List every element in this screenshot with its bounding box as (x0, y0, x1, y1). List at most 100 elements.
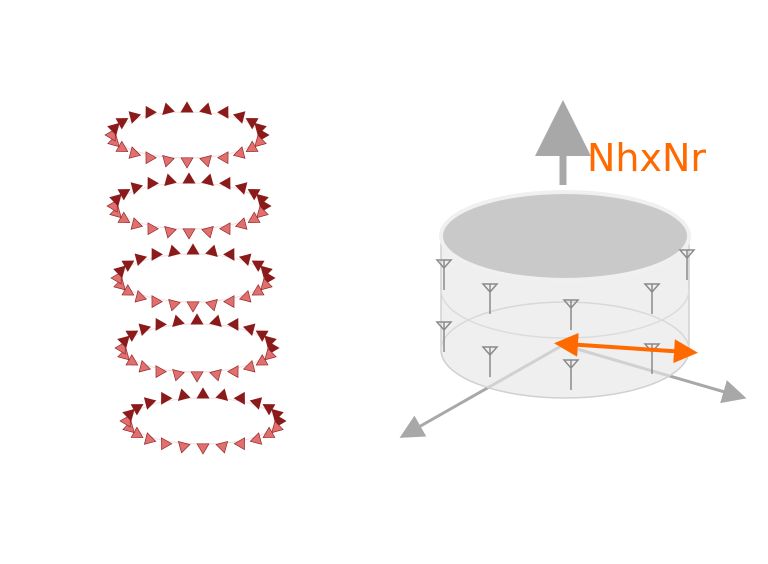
antenna-element (151, 248, 163, 261)
antenna-element (164, 226, 177, 239)
antenna-element (168, 299, 181, 312)
antenna-element (128, 111, 142, 124)
antenna-element (113, 277, 126, 291)
antenna-element (255, 354, 269, 366)
antenna-element (227, 318, 239, 331)
antenna-element (219, 222, 231, 236)
antenna-element (209, 314, 222, 327)
antenna-element (117, 189, 131, 201)
antenna-element (162, 102, 175, 115)
antenna-element (238, 253, 252, 266)
antenna-element (223, 248, 235, 261)
antenna-element (247, 211, 261, 223)
antenna-element (232, 146, 246, 159)
antenna-element (275, 414, 287, 428)
antenna-element (117, 347, 130, 361)
antenna-element (107, 122, 120, 136)
antenna-element (106, 199, 118, 213)
antenna-element (122, 408, 135, 422)
antenna-element (199, 102, 212, 115)
antenna-element (182, 228, 196, 240)
antenna-element (256, 193, 269, 207)
spacing-arrow (554, 332, 698, 364)
antenna-element (196, 387, 210, 399)
antenna-element (264, 335, 277, 349)
antenna-element (215, 388, 229, 401)
antenna-element (262, 426, 276, 438)
ring-5 (119, 387, 287, 455)
ring-4 (114, 313, 280, 383)
antenna-element (190, 313, 204, 325)
antenna-element (177, 388, 191, 401)
antenna-element (134, 253, 148, 266)
antenna-element (180, 157, 194, 169)
antenna-element (164, 173, 177, 186)
antenna-element (223, 295, 235, 308)
antenna-icon (562, 299, 580, 330)
antenna-element (232, 111, 246, 124)
antenna-element (130, 217, 144, 230)
antenna-element (130, 182, 144, 195)
antenna-element (264, 347, 277, 361)
antenna-element (155, 365, 167, 378)
antenna-element (233, 437, 245, 451)
ring-1 (104, 101, 270, 169)
antenna-element (215, 441, 229, 454)
antenna-element (186, 301, 200, 313)
antenna-element (260, 265, 273, 279)
antenna-element (119, 414, 131, 428)
antenna-element (155, 318, 167, 331)
antenna-element (138, 323, 152, 336)
antenna-element (242, 323, 256, 336)
antenna-element (209, 369, 222, 382)
antenna-element (238, 290, 252, 303)
antenna-element (264, 271, 276, 285)
antenna-icon (481, 283, 499, 314)
antenna-element (190, 371, 204, 383)
antenna-element (219, 176, 231, 190)
antenna-element (130, 404, 144, 416)
antenna-element (177, 441, 191, 454)
antenna-element (172, 314, 185, 327)
antenna-element (254, 134, 267, 148)
cylindrical-array (399, 100, 747, 438)
antenna-element (145, 105, 157, 119)
antenna-element (217, 151, 229, 165)
antenna-icon (435, 321, 453, 352)
stacked-ring-array (104, 101, 287, 455)
antenna-icon (481, 346, 499, 377)
antenna-element (271, 408, 284, 422)
antenna-element (161, 437, 173, 451)
antenna-element (125, 330, 139, 342)
antenna-element (115, 118, 129, 130)
antenna-element (143, 432, 157, 445)
antenna-element (104, 128, 116, 142)
antenna-element (199, 155, 212, 168)
antenna-element (251, 284, 265, 296)
antenna-element (217, 105, 229, 119)
antenna-element (161, 391, 173, 405)
antenna-element (117, 335, 130, 349)
antenna-element (168, 244, 181, 257)
antenna-element (186, 243, 200, 255)
ring-2 (106, 172, 272, 240)
antenna-element (271, 420, 284, 434)
antenna-element (145, 151, 157, 165)
antenna-element (254, 122, 267, 136)
antenna-icon (435, 259, 453, 290)
antenna-element (260, 199, 272, 213)
antenna-element (162, 155, 175, 168)
antenna-element (114, 341, 126, 355)
antenna-element (256, 205, 269, 219)
antenna-element (138, 360, 152, 373)
antenna-element (109, 193, 122, 207)
antenna-element (227, 365, 239, 378)
antenna-element (234, 182, 248, 195)
antenna-element (258, 128, 270, 142)
antenna-element (205, 244, 218, 257)
antenna-element (201, 226, 214, 239)
antenna-icon (678, 249, 696, 280)
antenna-element (147, 176, 159, 190)
antenna-element (110, 271, 122, 285)
